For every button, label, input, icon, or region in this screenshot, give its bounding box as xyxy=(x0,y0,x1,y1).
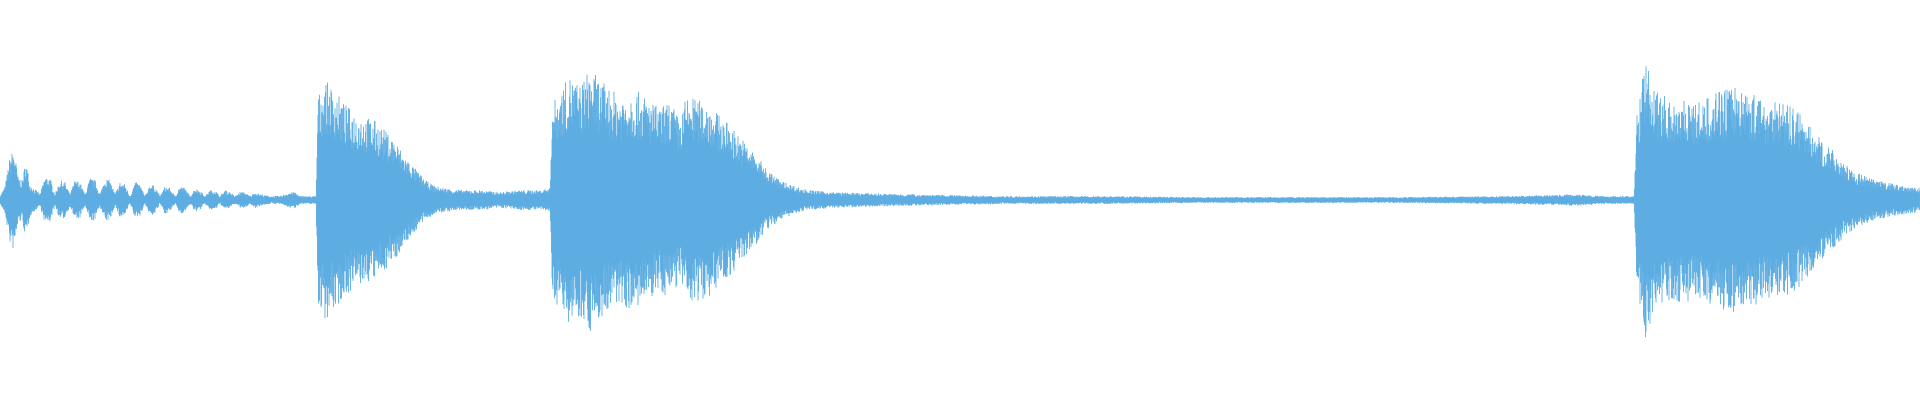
waveform-path xyxy=(0,66,1920,337)
